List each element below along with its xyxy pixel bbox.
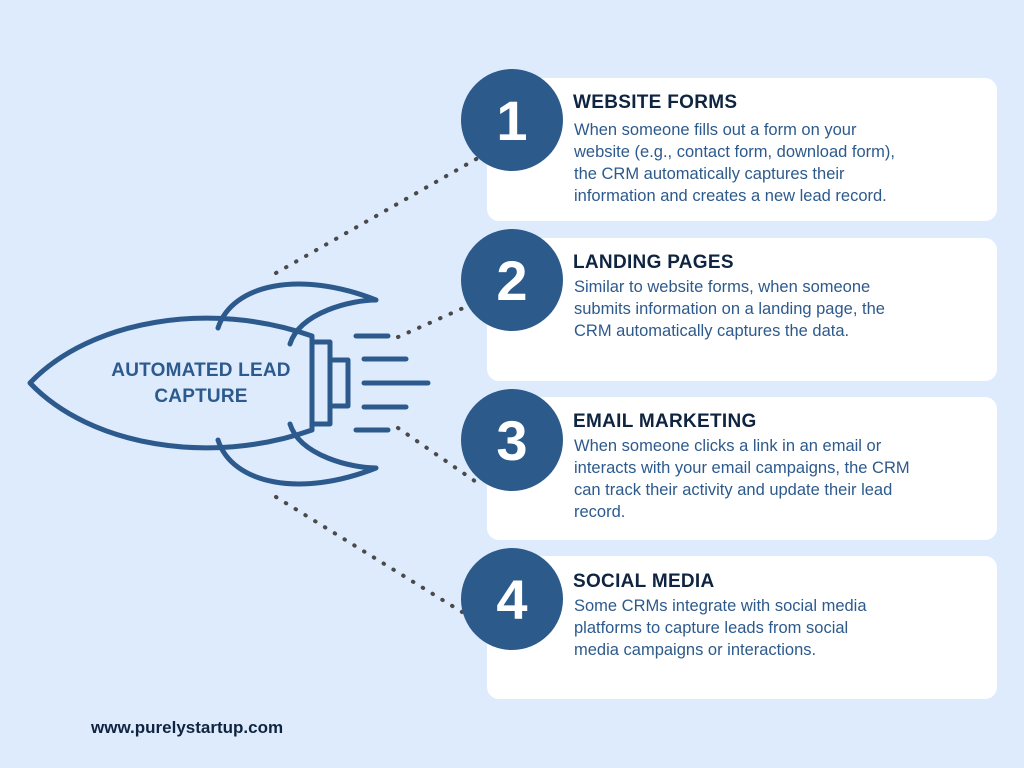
rocket-label: AUTOMATED LEAD CAPTURE: [111, 360, 291, 407]
step-title-3: EMAIL MARKETING: [573, 411, 757, 432]
connector-lines: [274, 156, 484, 614]
step-description-3: When someone clicks a link in an email o…: [574, 437, 910, 521]
connector-1: [274, 156, 480, 275]
rocket-bottom-fin: [215, 421, 379, 487]
step-description-2: Similar to website forms, when someone s…: [574, 278, 885, 340]
step-title-1: WEBSITE FORMS: [573, 92, 738, 113]
step-description-4: Some CRMs integrate with social media pl…: [574, 597, 867, 659]
step-number-badge-3: 3: [461, 389, 563, 491]
exhaust-lines: [353, 333, 431, 433]
step-card-4: [487, 556, 997, 699]
step-card-3: [487, 397, 997, 540]
connector-4: [274, 495, 464, 614]
step-card-1: [487, 78, 997, 221]
rocket-top-fin: [215, 281, 379, 347]
step-number-badge-2: 2: [461, 229, 563, 331]
step-card-2: [487, 238, 997, 381]
rocket-nozzle-outer: [309, 339, 333, 427]
step-title-2: LANDING PAGES: [573, 252, 734, 273]
footer-website: www.purelystartup.com: [91, 718, 284, 737]
rocket-nozzle-inner: [327, 357, 351, 409]
step-title-4: SOCIAL MEDIA: [573, 571, 715, 592]
connector-2: [396, 303, 472, 339]
step-number-badge-4: 4: [461, 548, 563, 650]
rocket-icon: [27, 281, 379, 487]
step-number-badge-1: 1: [461, 69, 563, 171]
step-description-1: When someone fills out a form on your we…: [574, 121, 895, 205]
